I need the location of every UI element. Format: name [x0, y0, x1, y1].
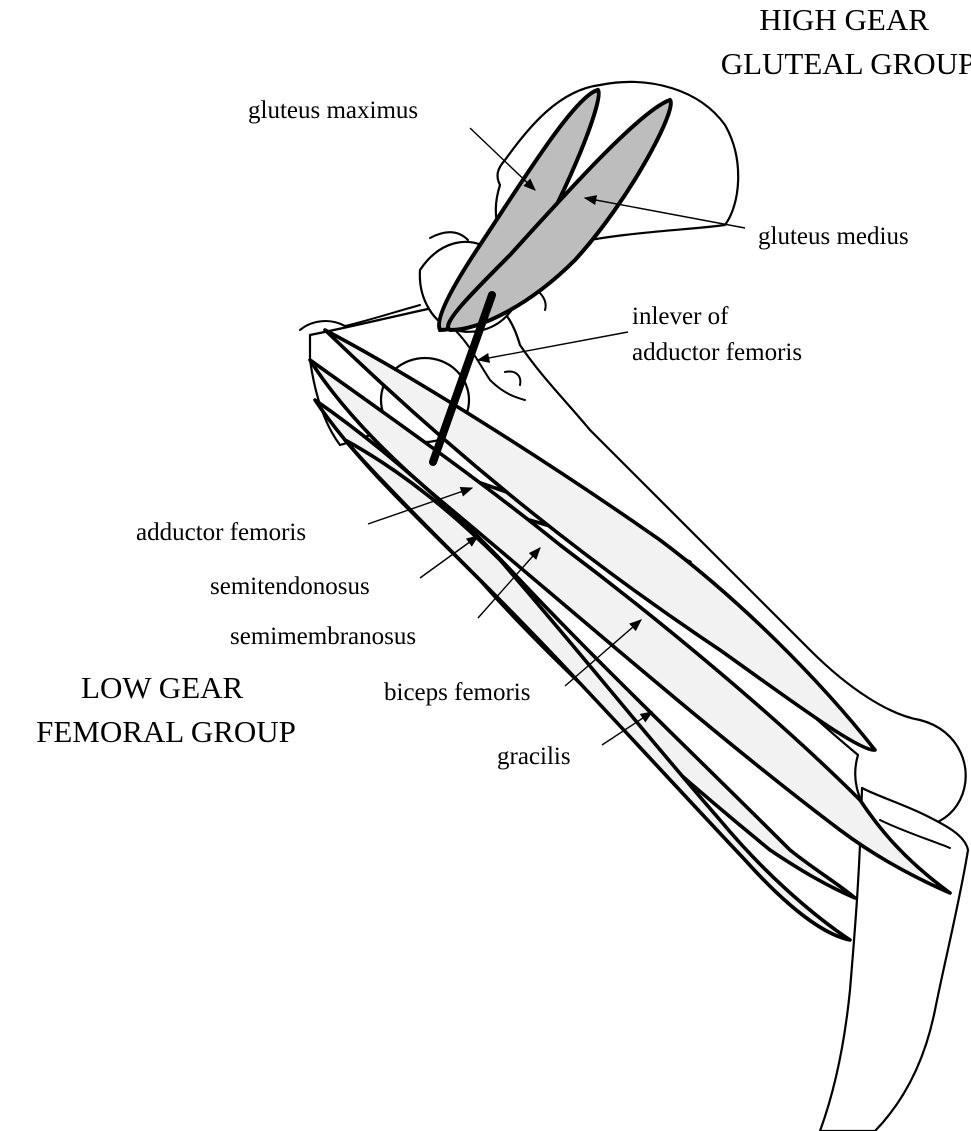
label-gluteus-medius: gluteus medius [758, 223, 909, 250]
high-gear-line-1: HIGH GEAR [759, 2, 929, 37]
label-gracilis: gracilis [497, 743, 571, 770]
label-inlever: inlever of adductor femoris [632, 303, 802, 366]
label-semimembranosus: semimembranosus [230, 623, 416, 650]
label-gluteus-maximus: gluteus maximus [248, 97, 418, 124]
tibia-bone [820, 788, 968, 1131]
label-inlever-line-2: adductor femoris [632, 339, 802, 366]
label-adductor-femoris: adductor femoris [136, 519, 306, 546]
label-inlever-line-1: inlever of [632, 303, 729, 330]
label-semitendonosus: semitendonosus [210, 573, 370, 600]
low-gear-label: LOW GEAR FEMORAL GROUP [36, 670, 296, 749]
high-gear-label: HIGH GEAR GLUTEAL GROUP [721, 2, 971, 81]
low-gear-line-2: FEMORAL GROUP [36, 714, 296, 749]
label-biceps-femoris: biceps femoris [384, 679, 530, 706]
high-gear-line-2: GLUTEAL GROUP [721, 46, 971, 81]
low-gear-line-1: LOW GEAR [81, 670, 243, 705]
